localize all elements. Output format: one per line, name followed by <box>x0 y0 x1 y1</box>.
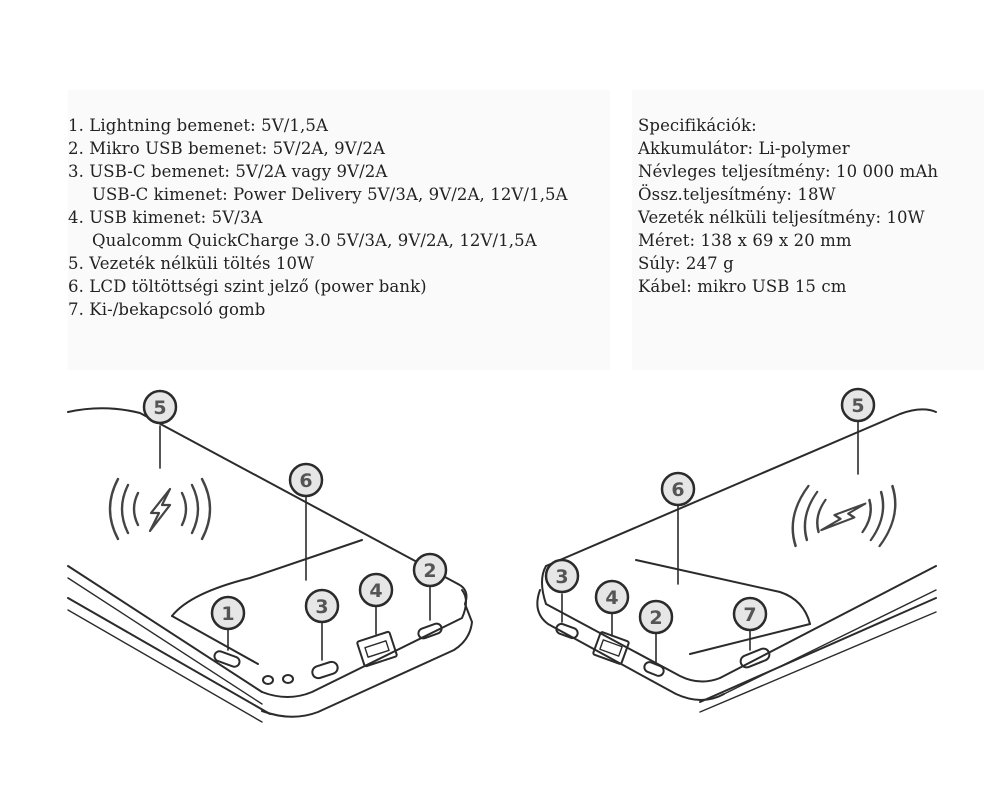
spec-heading: Specifikációk: <box>638 116 757 135</box>
svg-text:2: 2 <box>649 607 662 629</box>
device-front-face <box>541 565 721 683</box>
feature-item: Qualcomm QuickCharge 3.0 5V/3A, 9V/2A, 1… <box>92 231 537 250</box>
usb-a-port <box>592 631 630 665</box>
callout-badge: 4 <box>594 579 630 615</box>
callout-badge: 6 <box>288 462 324 498</box>
svg-text:5: 5 <box>153 397 166 419</box>
device-side-base <box>67 609 263 723</box>
svg-text:4: 4 <box>369 580 382 602</box>
svg-text:3: 3 <box>555 566 568 588</box>
callout-badge: 3 <box>304 588 340 624</box>
callout-badge: 1 <box>210 595 246 631</box>
led-indicator <box>282 674 294 684</box>
device-top-edge <box>545 408 937 567</box>
device-front-face <box>261 589 467 698</box>
device-side-bottom <box>67 597 271 715</box>
power-button <box>739 647 771 669</box>
svg-text:2: 2 <box>423 560 436 582</box>
lcd-panel-bottom <box>171 615 259 665</box>
callout-badge: 2 <box>412 552 448 588</box>
spec-item: Vezeték nélküli teljesítmény: 10W <box>638 208 925 227</box>
wireless-charging-icon <box>108 477 212 541</box>
usb-a-port-inner <box>364 640 390 658</box>
micro-usb-port <box>643 661 665 677</box>
power-bank-right-view <box>536 408 937 713</box>
callout-badge: 3 <box>544 558 580 594</box>
svg-text:3: 3 <box>315 596 328 618</box>
svg-text:1: 1 <box>221 603 234 625</box>
lcd-panel-outline <box>171 539 363 617</box>
wireless-charging-icon <box>791 484 897 548</box>
feature-item: 7. Ki-/bekapcsoló gomb <box>68 300 266 319</box>
callout-badge: 4 <box>358 572 394 608</box>
svg-text:6: 6 <box>671 479 684 501</box>
device-front-bottom <box>261 603 473 718</box>
usb-c-port <box>311 660 339 680</box>
device-side-base <box>699 611 937 713</box>
spec-item: Súly: 247 g <box>638 254 734 273</box>
device-corner <box>457 583 468 605</box>
feature-item: 6. LCD töltöttségi szint jelző (power ba… <box>68 277 427 296</box>
led-indicator <box>262 675 274 685</box>
lcd-panel-outline <box>635 559 811 625</box>
feature-item: USB-C kimenet: Power Delivery 5V/3A, 9V/… <box>92 185 568 204</box>
spec-item: Össz.teljesítmény: 18W <box>638 185 836 204</box>
svg-text:7: 7 <box>743 604 756 626</box>
feature-item: 5. Vezeték nélküli töltés 10W <box>68 254 315 273</box>
spec-list: Specifikációk: Akkumulátor: Li-polymer N… <box>632 90 984 370</box>
spec-item: Akkumulátor: Li-polymer <box>638 139 850 158</box>
usb-a-port-inner <box>599 639 623 657</box>
device-top-edge <box>67 407 459 585</box>
callout-badge: 2 <box>638 599 674 635</box>
device-side-bottom <box>699 597 937 703</box>
callout-badge: 6 <box>660 471 696 507</box>
feature-item: 1. Lightning bemenet: 5V/1,5A <box>68 116 328 135</box>
svg-text:4: 4 <box>605 587 618 609</box>
device-side-top <box>67 565 263 693</box>
feature-list: 1. Lightning bemenet: 5V/1,5A 2. Mikro U… <box>68 90 610 370</box>
device-front-bottom <box>536 589 725 701</box>
lightning-port <box>213 650 241 668</box>
micro-usb-port <box>417 622 443 640</box>
svg-text:5: 5 <box>851 395 864 417</box>
usb-c-port <box>555 622 579 640</box>
feature-item: 4. USB kimenet: 5V/3A <box>68 208 263 227</box>
power-bank-left-view <box>67 407 473 723</box>
feature-item: 3. USB-C bemenet: 5V/2A vagy 9V/2A <box>68 162 388 181</box>
callout-badge: 7 <box>732 596 768 632</box>
callout-badge: 5 <box>142 389 178 425</box>
feature-item: 2. Mikro USB bemenet: 5V/2A, 9V/2A <box>68 139 386 158</box>
device-side-top <box>719 565 937 679</box>
device-side-middle <box>67 577 263 705</box>
spec-item: Kábel: mikro USB 15 cm <box>638 277 847 296</box>
svg-text:6: 6 <box>299 470 312 492</box>
spec-item: Névleges teljesítmény: 10 000 mAh <box>638 162 939 181</box>
usb-a-port <box>356 630 398 668</box>
spec-item: Méret: 138 x 69 x 20 mm <box>638 231 852 250</box>
callout-badge: 5 <box>840 387 876 423</box>
